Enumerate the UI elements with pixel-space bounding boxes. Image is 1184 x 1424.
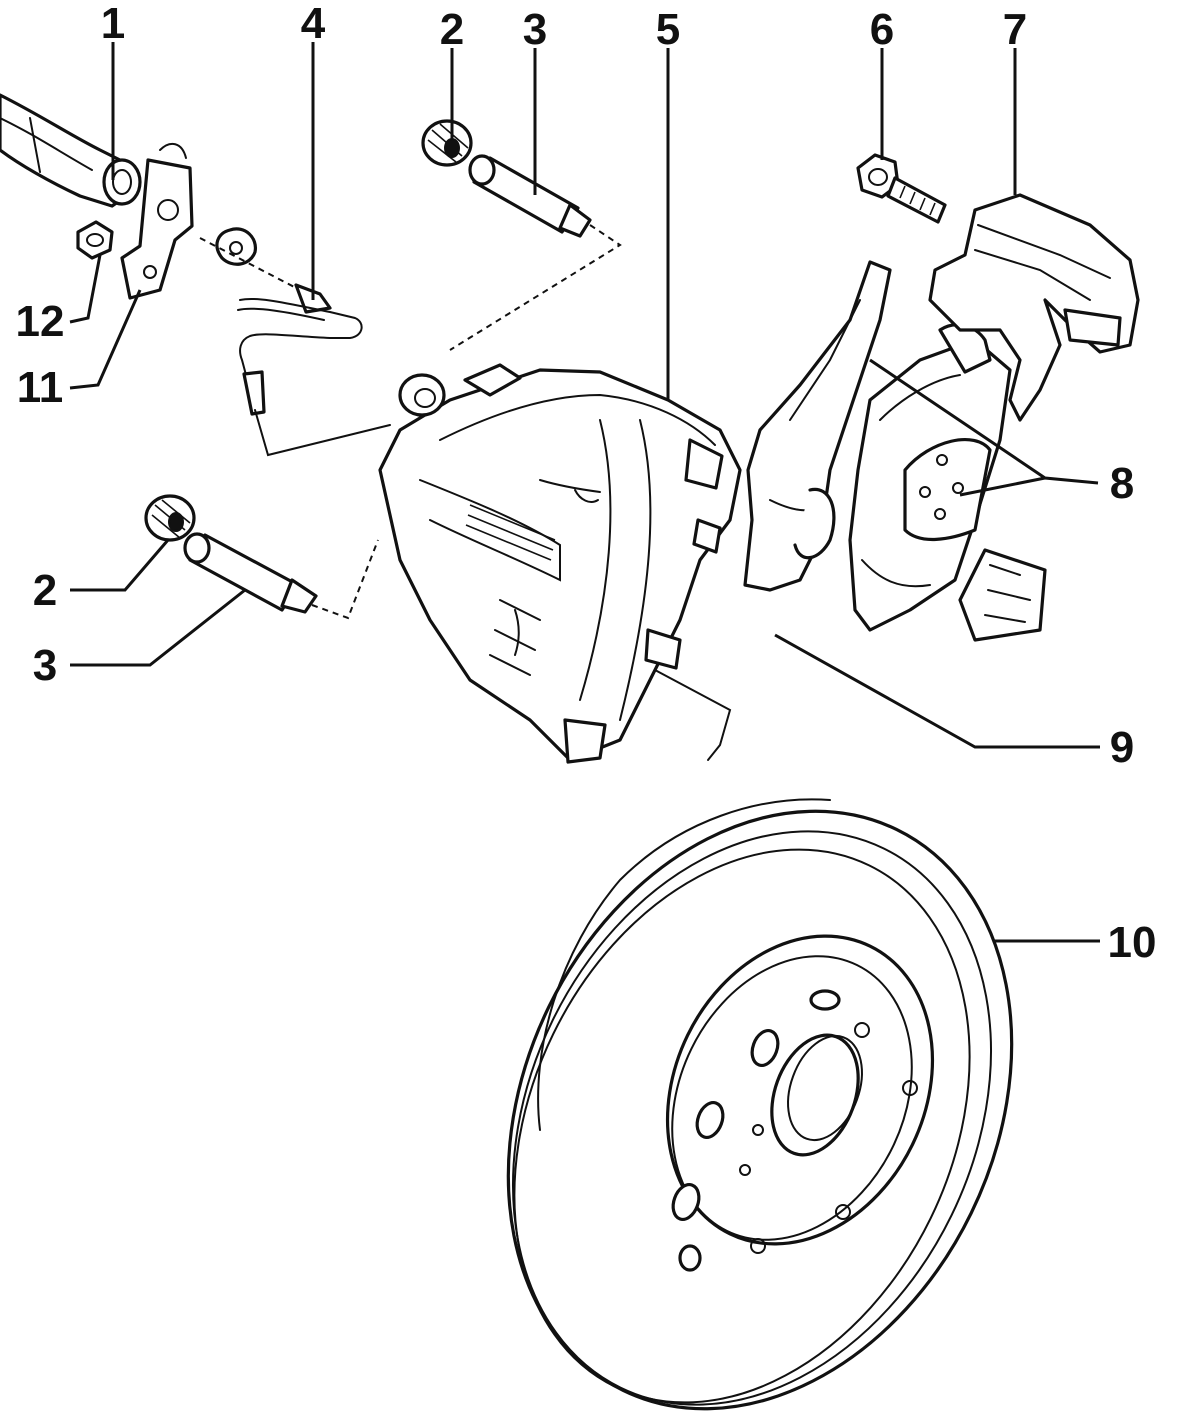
leader-2-lower xyxy=(70,539,170,592)
callout-6: 6 xyxy=(870,5,894,54)
callout-7: 7 xyxy=(1003,5,1027,54)
callout-2-lower: 2 xyxy=(33,566,57,615)
guide-bolt-lower xyxy=(183,532,379,620)
callout-10: 10 xyxy=(1108,918,1157,967)
guide-bolt-cap-lower xyxy=(144,494,196,542)
leader-lines xyxy=(69,42,1100,943)
leader-12 xyxy=(69,254,102,324)
leader-8 xyxy=(869,358,1099,497)
brake-line xyxy=(199,227,391,457)
callout-1: 1 xyxy=(101,0,125,48)
callout-8: 8 xyxy=(1110,459,1134,508)
callout-9: 9 xyxy=(1110,723,1134,772)
carrier-bolt xyxy=(856,153,947,224)
bracket-bolt xyxy=(76,220,114,260)
callout-2-upper: 2 xyxy=(440,5,464,54)
guide-bolt-cap-upper xyxy=(421,119,473,167)
brake-caliper xyxy=(378,363,742,764)
guide-bolt-upper xyxy=(449,154,622,351)
callout-3-lower: 3 xyxy=(33,641,57,690)
callout-3-upper: 3 xyxy=(523,5,547,54)
callout-12: 12 xyxy=(16,297,65,346)
hose-bracket xyxy=(120,142,194,300)
brake-disc xyxy=(506,798,1014,1411)
brake-pad-inner xyxy=(743,260,892,592)
callouts: 1 4 2 3 5 6 7 12 11 8 2 3 9 10 xyxy=(16,0,1157,967)
brake-hose xyxy=(0,93,142,208)
caliper-carrier xyxy=(928,193,1140,642)
callout-11: 11 xyxy=(17,363,64,412)
brake-pad-outer xyxy=(848,323,1012,632)
leader-3-lower xyxy=(70,588,246,667)
callout-4: 4 xyxy=(301,0,326,48)
leader-9 xyxy=(774,633,1100,749)
leader-11 xyxy=(69,289,142,390)
callout-5: 5 xyxy=(656,5,680,54)
